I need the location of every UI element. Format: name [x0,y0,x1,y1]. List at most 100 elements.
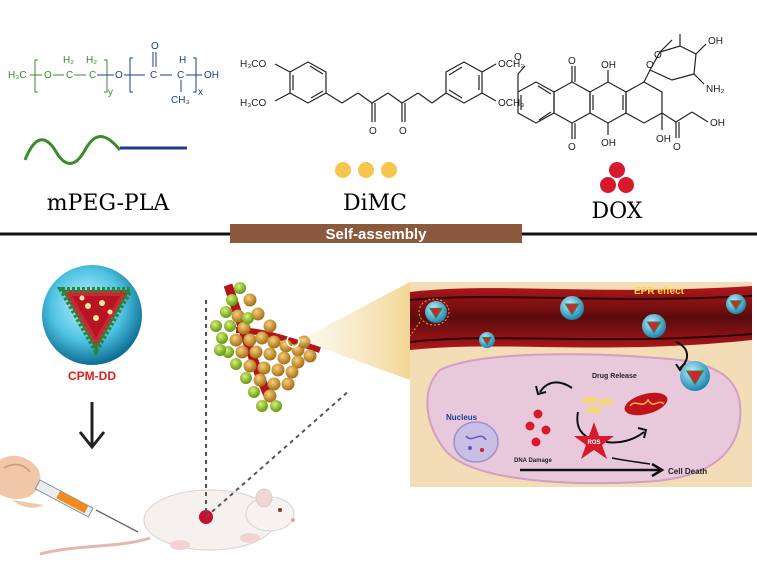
chem-c2: C [89,70,96,81]
green-cell-dot [224,320,236,332]
dimc-och3-bottom: OCH₃ [498,98,524,109]
tumor-cell-dot [263,319,277,333]
chem-h2b: H₂ [86,55,97,66]
dox-structure [517,34,709,139]
tumor-tissue-icon [210,282,321,412]
tumor-cell-dot [257,361,271,375]
nucleus-label: Nucleus [446,413,478,422]
nanoparticle-icon [726,294,746,314]
dimc-dot-icon [381,162,397,178]
chem-h3c: H₃C [8,70,27,81]
zoom-beam [300,282,410,380]
chem-c3: C [150,70,157,81]
dimc-structure [274,61,497,122]
tumor-cell-dot [243,293,257,307]
chem-c1: C [66,70,73,81]
dimc-och3-top: OCH₃ [498,59,524,70]
dimc-o-left: O [369,126,377,137]
chem-c4: C [177,70,184,81]
tumor-cell-dot [243,359,257,373]
dimc-dot-icon [335,162,351,178]
tumor-cell-dot [255,331,269,345]
ros-label: ROS [587,440,600,446]
tumor-cell-dot [303,349,317,363]
dox-oh3: OH [656,134,671,145]
down-arrow-icon [78,402,106,450]
dox-oh5: OH [708,36,723,47]
green-cell-dot [240,372,252,384]
chem-h: H [179,55,186,66]
dox-dot-icon [618,177,634,193]
dox-dot-icon [609,162,625,178]
tumor-cell-dot [291,355,305,369]
tumor-cell-dot [235,345,249,359]
tumor-cell-dot [229,333,243,347]
epr-effect-label: EPR effect [634,286,685,297]
syringe-icon [0,455,139,533]
green-cell-dot [248,386,260,398]
compound-name-dimc: DiMC [343,191,407,216]
dox-o4: O [673,142,681,153]
tumor-cell-dot [237,321,251,335]
cpm-dd-nanoparticle-icon [42,265,142,365]
chem-o2: O [115,70,123,81]
cell-death-label: Cell Death [668,467,707,476]
dox-nh2: NH₂ [706,84,724,95]
cpm-dd-label: CPM-DD [68,369,116,383]
dox-oh4: OH [710,118,725,129]
dashed-pointer-line [205,389,351,518]
chem-o-carbonyl: O [151,41,159,52]
green-cell-dot [242,312,254,324]
dna-damage-label: DNA Damage [514,458,552,464]
mouse-icon [39,488,295,556]
tumor-cell-dot [263,389,277,403]
dox-oh2: OH [601,138,616,149]
nanoparticle-icon [642,314,666,338]
green-cell-dot [214,344,226,356]
tumor-cell-dot [285,365,299,379]
dimc-o-right: O [399,126,407,137]
self-assembly-bar [230,224,522,243]
tumor-cell-dot [243,333,257,347]
tumor-cell-dot [267,377,281,391]
nanoparticle-icon [560,296,584,320]
tumor-cell-dot [279,339,293,353]
dox-oh1: OH [601,60,616,71]
chem-ch3: CH₃ [171,95,190,106]
tumor-cell-dot [267,335,281,349]
self-assembly-label: Self-assembly [326,226,428,243]
tumor-cell-dot [251,307,265,321]
mpeg-pla-structure: H₃C O H₂ C H₂ C y O O C H C CH₃ x OH [8,41,219,106]
dox-o3: O [646,60,654,71]
chem-o: O [44,70,52,81]
chem-h2a: H₂ [63,55,74,66]
green-cell-dot [220,306,232,318]
compound-name-dox: DOX [592,199,643,224]
green-cell-dot [230,358,242,370]
green-cell-dot [256,400,268,412]
tumor-cell-dot [277,351,291,365]
compound-name-mpeg-pla: mPEG-PLA [47,191,171,216]
drug-release-label: Drug Release [592,373,637,380]
dox-o2: O [568,142,576,153]
dimc-h3co-top: H₃CO [240,59,267,70]
dimc-h3co-bottom: H₃CO [240,98,267,109]
tumor-cell-dot [249,345,263,359]
green-cell-dot [210,320,222,332]
chem-oh: OH [204,70,219,81]
chem-x: x [198,87,203,98]
tumor-cell-dot [231,309,245,323]
polymer-chain-icon [23,135,122,165]
nanoparticle-icon [680,361,710,391]
tumor-cell-dot [271,363,285,377]
dimc-dot-icon [358,162,374,178]
nanoparticle-icon [479,332,495,348]
green-cell-dot [216,332,228,344]
dox-o1: O [568,56,576,67]
green-cell-dot [234,282,246,294]
dox-ome: O [514,52,522,63]
tumor-cell-dot [281,377,295,391]
dox-o5: O [654,50,662,61]
nanoparticle-icon [425,301,447,323]
